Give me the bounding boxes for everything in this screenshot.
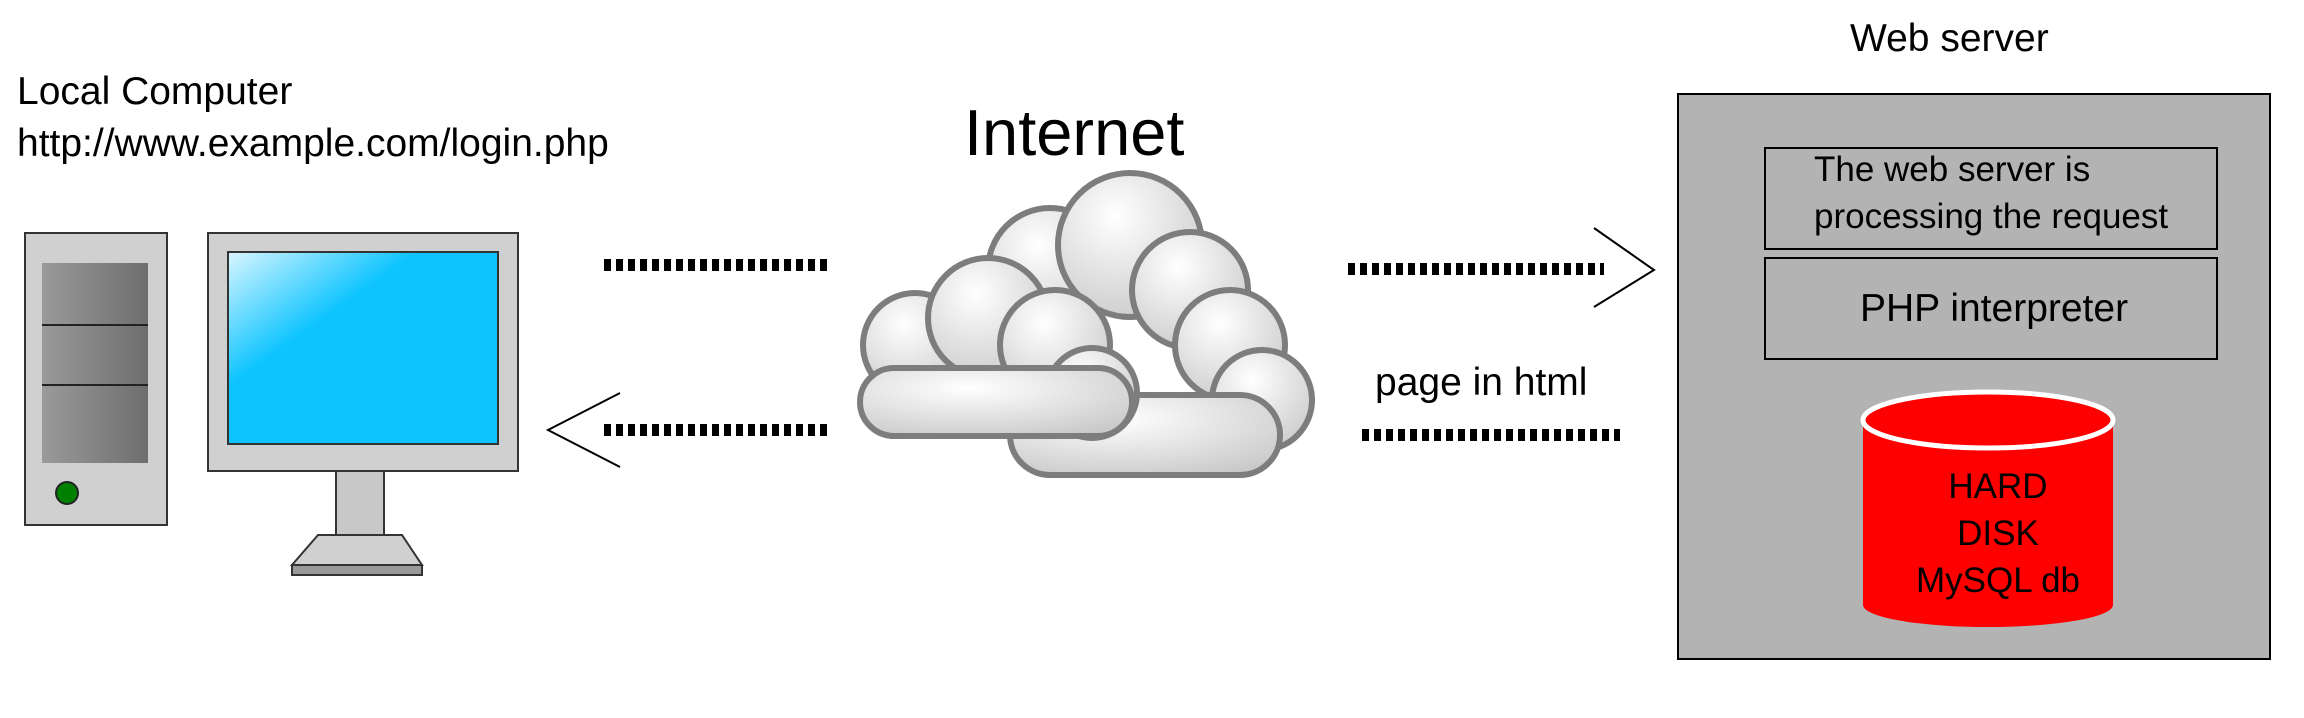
disk-line: MySQL db xyxy=(1915,561,2081,600)
php-interpreter-label: PHP interpreter xyxy=(1860,287,2129,330)
internet-label: Internet xyxy=(964,96,1185,169)
status-line: processing the request xyxy=(1814,197,2169,236)
arrowhead-icon xyxy=(1593,227,1656,308)
status-line: The web server is xyxy=(1814,150,2091,189)
disk-label: HARD DISK MySQL db xyxy=(1872,463,2124,604)
response-connector-left xyxy=(545,392,828,468)
status-box xyxy=(1764,147,2218,250)
client-url: http://www.example.com/login.php xyxy=(17,122,609,165)
disk-line: DISK xyxy=(1957,514,2039,553)
web-server-label: Web server xyxy=(1850,17,2049,60)
client-title: Local Computer xyxy=(17,70,293,113)
php-box xyxy=(1764,257,2218,360)
monitor-icon xyxy=(207,232,519,576)
power-led xyxy=(55,481,79,505)
status-text: The web server is processing the request xyxy=(1814,146,2168,240)
disk-line: HARD xyxy=(1948,467,2048,506)
request-connector-right xyxy=(1348,227,1656,308)
local-computer-label: Local Computer http://www.example.com/lo… xyxy=(17,66,609,170)
cloud-icon xyxy=(857,170,1315,478)
database-icon xyxy=(1860,389,2116,627)
cloud-front xyxy=(857,255,1140,441)
response-label: page in html xyxy=(1375,361,1588,404)
computer-tower-icon xyxy=(24,232,168,526)
arrowhead-icon xyxy=(545,392,621,468)
